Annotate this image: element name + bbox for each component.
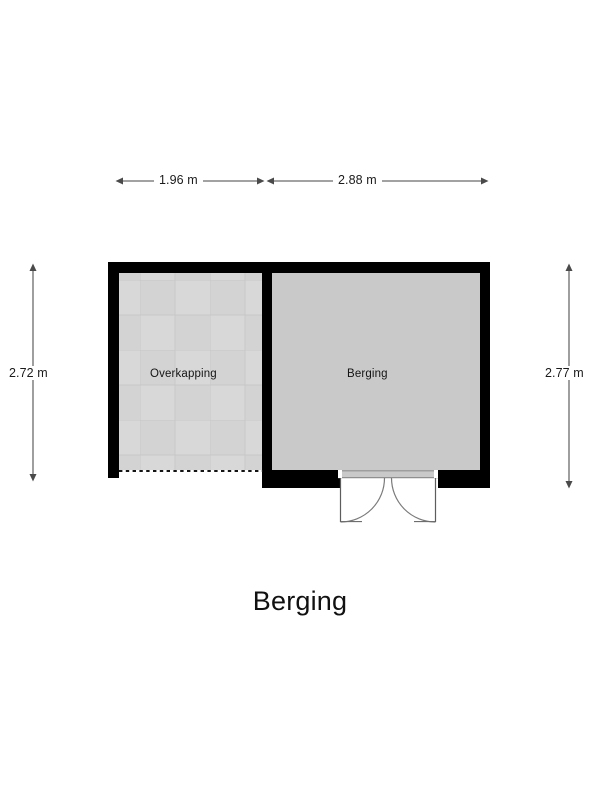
door-leaf-right[interactable] — [390, 477, 437, 523]
room-floor-overkapping — [119, 272, 263, 470]
room-label-overkapping: Overkapping — [150, 368, 217, 380]
dimension-label-right: 2.77 m — [540, 366, 589, 380]
dimension-label-top-left: 1.96 m — [154, 173, 203, 187]
door-leaf-left[interactable] — [339, 477, 386, 523]
room-floor-berging — [271, 272, 480, 470]
walls — [108, 262, 490, 488]
dimension-label-top-right: 2.88 m — [333, 173, 382, 187]
door-opening-threshold — [338, 470, 438, 479]
page-title: Berging — [252, 586, 348, 616]
room-label-berging: Berging — [347, 368, 388, 380]
dimension-label-left: 2.72 m — [4, 366, 53, 380]
